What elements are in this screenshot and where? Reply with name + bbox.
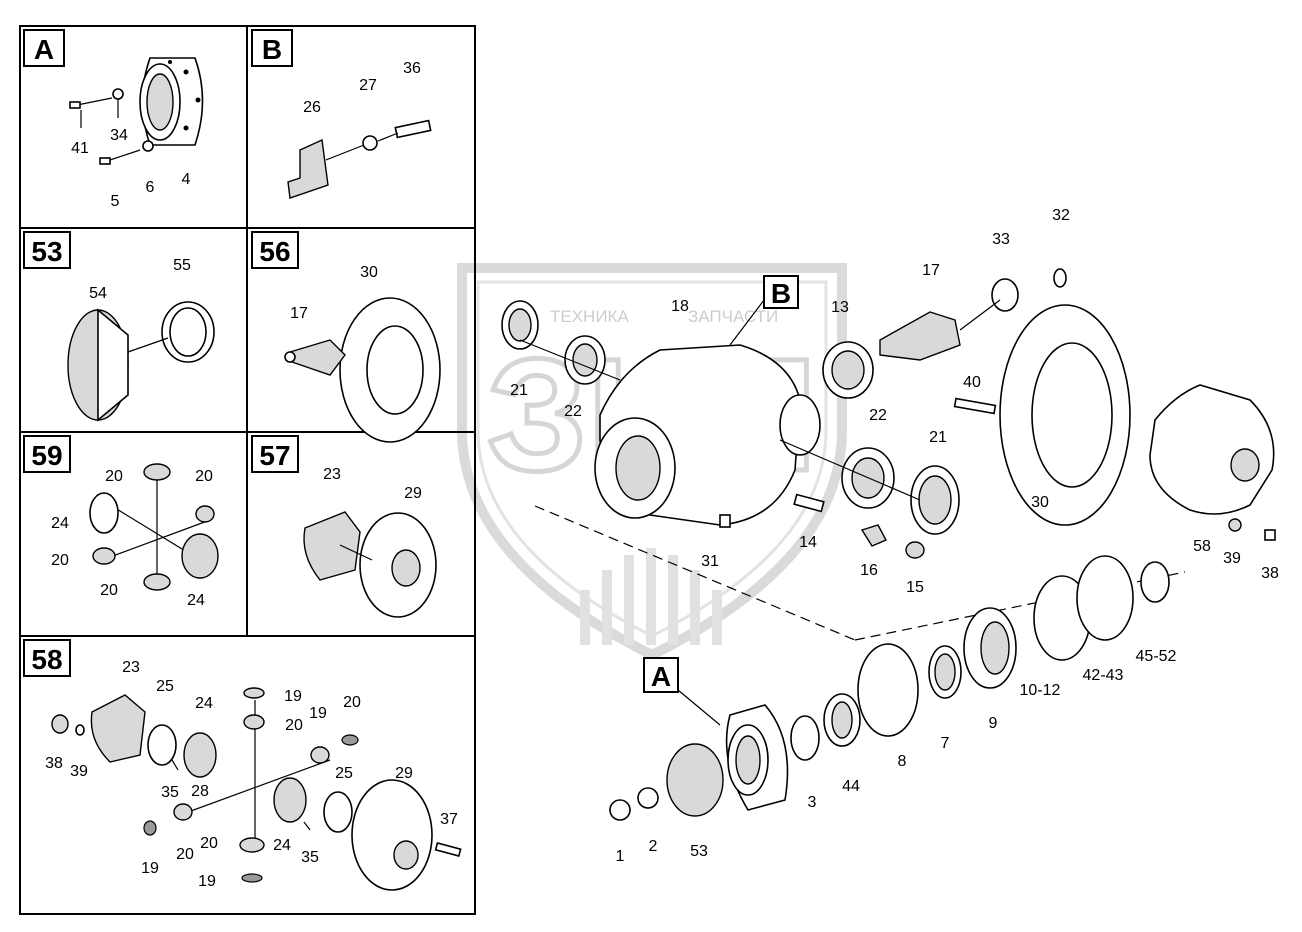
part-number-label: 26 [303, 99, 321, 116]
part-number-label: 58 [1193, 538, 1211, 555]
part-number-label: 17 [290, 305, 308, 322]
part-number-label: 29 [395, 765, 413, 782]
part-number-label: 35 [161, 784, 179, 801]
part-number-label: 15 [906, 579, 924, 596]
part-number-label: 42-43 [1083, 667, 1124, 684]
watermark-caption-right: ЗАПЧАСТИ [688, 307, 778, 326]
part-number-label: 13 [831, 299, 849, 316]
main-exploded-view [501, 268, 1276, 821]
part-number-label: 19 [284, 688, 302, 705]
panel-B-title: B [251, 29, 293, 67]
part-number-label: 53 [690, 843, 708, 860]
part-number-label: 24 [273, 837, 291, 854]
part-number-label: 16 [860, 562, 878, 579]
part-number-label: 30 [360, 264, 378, 281]
part-number-label: 37 [440, 811, 458, 828]
svg-text:B: B [771, 278, 791, 309]
part-number-label: 10-12 [1020, 682, 1061, 699]
panel-56-drawing [284, 297, 441, 443]
panel-58-title: 58 [23, 639, 71, 677]
part-number-label: 18 [671, 298, 689, 315]
part-number-label: 8 [898, 753, 907, 770]
part-number-label: 33 [992, 231, 1010, 248]
callout-B: B [729, 275, 799, 346]
part-number-label: 31 [701, 553, 719, 570]
part-number-label: 44 [842, 778, 860, 795]
part-number-label: 20 [51, 552, 69, 569]
part-number-label: 22 [869, 407, 887, 424]
part-number-label: 29 [404, 485, 422, 502]
part-number-label: 22 [564, 403, 582, 420]
part-number-label: 30 [1031, 494, 1049, 511]
part-number-label: 25 [156, 678, 174, 695]
part-number-label: 23 [122, 659, 140, 676]
part-number-label: 36 [403, 60, 421, 77]
part-number-label: 34 [110, 127, 128, 144]
part-number-label: 40 [963, 374, 981, 391]
part-number-label: 2 [649, 838, 658, 855]
svg-text:B: B [262, 34, 282, 65]
part-number-label: 20 [285, 717, 303, 734]
part-number-label: 23 [323, 466, 341, 483]
part-number-label: 20 [100, 582, 118, 599]
panel-A-drawing [69, 57, 204, 165]
part-number-label: 27 [359, 77, 377, 94]
part-number-label: 4 [182, 171, 191, 188]
part-number-label: 5 [111, 193, 120, 210]
part-number-label: 7 [941, 735, 950, 752]
panel-57-drawing [303, 511, 437, 618]
watermark-caption-left: ТЕХНИКА [550, 307, 629, 326]
panel-53-title: 53 [23, 231, 71, 269]
part-number-label: 38 [45, 755, 63, 772]
part-number-label: 19 [309, 705, 327, 722]
part-number-label: 24 [195, 695, 213, 712]
panel-A-title: A [23, 29, 65, 67]
panel-59-drawing [89, 463, 219, 591]
part-number-label: 1 [616, 848, 625, 865]
svg-text:58: 58 [31, 644, 62, 675]
part-number-label: 39 [70, 763, 88, 780]
part-number-label: 9 [989, 715, 998, 732]
part-number-label: 24 [187, 592, 205, 609]
part-number-label: 20 [105, 468, 123, 485]
part-number-label: 32 [1052, 207, 1070, 224]
panel-B-drawing [287, 119, 432, 199]
part-number-label: 54 [89, 285, 107, 302]
svg-text:57: 57 [259, 440, 290, 471]
part-number-label: 17 [922, 262, 940, 279]
part-number-label: 55 [173, 257, 191, 274]
part-number-label: 20 [343, 694, 361, 711]
part-number-label: 41 [71, 140, 89, 157]
svg-text:A: A [34, 34, 54, 65]
svg-text:53: 53 [31, 236, 62, 267]
part-number-label: 20 [195, 468, 213, 485]
part-number-label: 21 [929, 429, 947, 446]
part-number-label: 38 [1261, 565, 1279, 582]
part-number-label: 24 [51, 515, 69, 532]
part-number-label: 35 [301, 849, 319, 866]
part-number-label: 19 [198, 873, 216, 890]
part-number-label: 39 [1223, 550, 1241, 567]
part-number-label: 6 [146, 179, 155, 196]
panel-57-title: 57 [251, 435, 299, 473]
svg-text:56: 56 [259, 236, 290, 267]
part-number-label: 28 [191, 783, 209, 800]
svg-text:A: A [651, 661, 671, 692]
part-number-label: 3 [808, 794, 817, 811]
panel-59-title: 59 [23, 435, 71, 473]
part-number-label: 21 [510, 382, 528, 399]
part-number-label: 20 [176, 846, 194, 863]
part-number-label: 14 [799, 534, 817, 551]
part-number-label: 25 [335, 765, 353, 782]
part-number-label: 45-52 [1136, 648, 1177, 665]
part-number-label: 20 [200, 835, 218, 852]
panel-56-title: 56 [251, 231, 299, 269]
panel-53-drawing [67, 301, 215, 422]
part-number-label: 19 [141, 860, 159, 877]
panel-58-drawing [51, 687, 462, 891]
svg-text:59: 59 [31, 440, 62, 471]
callout-A: A [643, 657, 721, 726]
